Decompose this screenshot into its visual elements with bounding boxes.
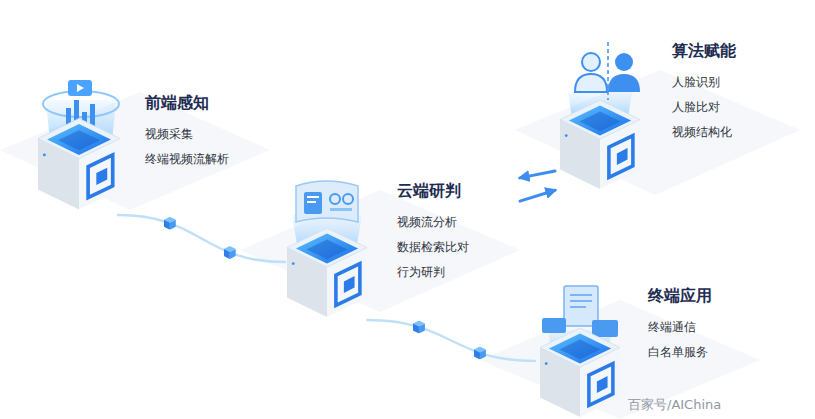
exchange-arrow (520, 190, 555, 201)
node-item: 视频结构化 (672, 120, 736, 145)
exchange-arrow (520, 171, 555, 178)
process-node: 算法赋能人脸识别人脸比对视频结构化 (555, 35, 790, 195)
node-item: 人脸比对 (672, 95, 736, 120)
flow-curve (118, 215, 285, 262)
terminal-cube (540, 328, 620, 417)
ground-panel (240, 190, 520, 312)
flow-curve (367, 320, 535, 361)
document (564, 286, 598, 326)
node-item: 终端通信 (648, 315, 712, 340)
text-column: 云端研判视频流分析数据检索比对行为研判 (397, 180, 469, 285)
node-heading: 前端感知 (145, 92, 229, 114)
text-column: 算法赋能人脸识别人脸比对视频结构化 (672, 40, 736, 145)
doc-line (570, 294, 592, 296)
process-node: 云端研判视频流分析数据检索比对行为研判 (285, 175, 520, 320)
card (304, 192, 322, 214)
text-column: 前端感知视频采集终端视频流解析 (145, 92, 229, 172)
person-body (575, 74, 607, 92)
node-item: 数据检索比对 (397, 235, 469, 260)
node-heading: 终端应用 (648, 285, 712, 307)
process-node: 前端感知视频采集终端视频流解析 (30, 78, 250, 215)
person-head (615, 53, 633, 71)
play-triangle (77, 84, 84, 92)
dial (330, 194, 340, 204)
text-column: 终端应用终端通信白名单服务 (648, 285, 712, 365)
node-item: 视频流分析 (397, 210, 469, 235)
node-item: 终端视频流解析 (145, 147, 229, 172)
node-item: 视频采集 (145, 122, 229, 147)
chat-bubble (592, 320, 618, 337)
flow-bead (413, 320, 425, 333)
node-item: 行为研判 (397, 260, 469, 285)
node-item: 人脸识别 (672, 70, 736, 95)
card-line (307, 196, 319, 198)
ground-panel (0, 92, 270, 210)
person-head (582, 53, 600, 71)
play-button (68, 80, 92, 96)
doc-line (570, 300, 592, 302)
flow-bead (224, 246, 236, 259)
cloud-cube (287, 228, 367, 317)
curved-panel (296, 181, 358, 222)
node-item: 白名单服务 (648, 340, 712, 365)
node-heading: 云端研判 (397, 180, 469, 202)
panel-line (330, 208, 352, 211)
flow-bead (164, 217, 176, 230)
algorithm-cube (560, 100, 640, 189)
dial (343, 194, 353, 204)
node-heading: 算法赋能 (672, 40, 736, 62)
person-body (608, 74, 640, 92)
ground-panel (515, 70, 800, 195)
process-node: 终端应用终端通信白名单服务 (535, 280, 780, 415)
chat-bubble (542, 318, 566, 333)
compare-divider (607, 42, 609, 100)
doc-line (570, 306, 586, 308)
flow-bead (474, 346, 486, 359)
watermark: 百家号/AIChina (628, 396, 721, 414)
device-cube (38, 118, 120, 209)
card-line (307, 201, 316, 203)
